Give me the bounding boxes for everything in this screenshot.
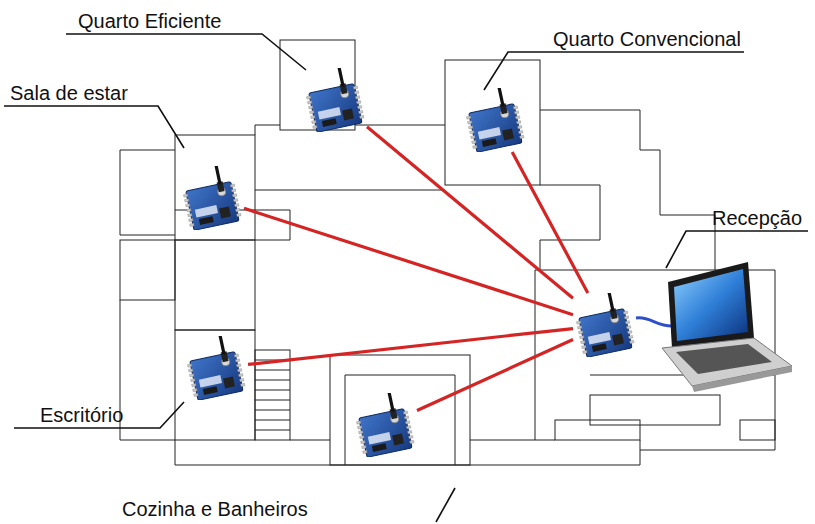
xbee-picture (463, 88, 527, 152)
xbee-module: Cozinha e Banheiros (353, 393, 417, 457)
xbee-picture (303, 68, 367, 132)
radio-link (244, 208, 573, 314)
xbee-picture (573, 293, 637, 357)
xbee-module: Quarto Convencional (463, 88, 527, 152)
radio-link (512, 152, 588, 293)
room-label: Cozinha e Banheiros (122, 497, 308, 521)
room-label: Quarto Convencional (553, 27, 741, 51)
radio-link (248, 329, 573, 365)
xbee-module: Recepção (573, 293, 637, 357)
radio-link (367, 127, 573, 299)
room-label: Escritório (40, 403, 123, 427)
room-label: Sala de estar (10, 81, 128, 105)
room-label: Recepção (712, 206, 802, 230)
radio-link (417, 340, 573, 411)
xbee-module: Sala de estar (180, 166, 244, 230)
leader-lines (4, 34, 808, 522)
xbee-module: Escritório (184, 336, 248, 400)
xbee-picture (353, 393, 417, 457)
xbee-picture (184, 336, 248, 400)
xbee-picture (180, 166, 244, 230)
xbee-module: Quarto Eficiente (303, 68, 367, 132)
laptop (636, 262, 792, 392)
room-label: Quarto Eficiente (78, 9, 221, 33)
